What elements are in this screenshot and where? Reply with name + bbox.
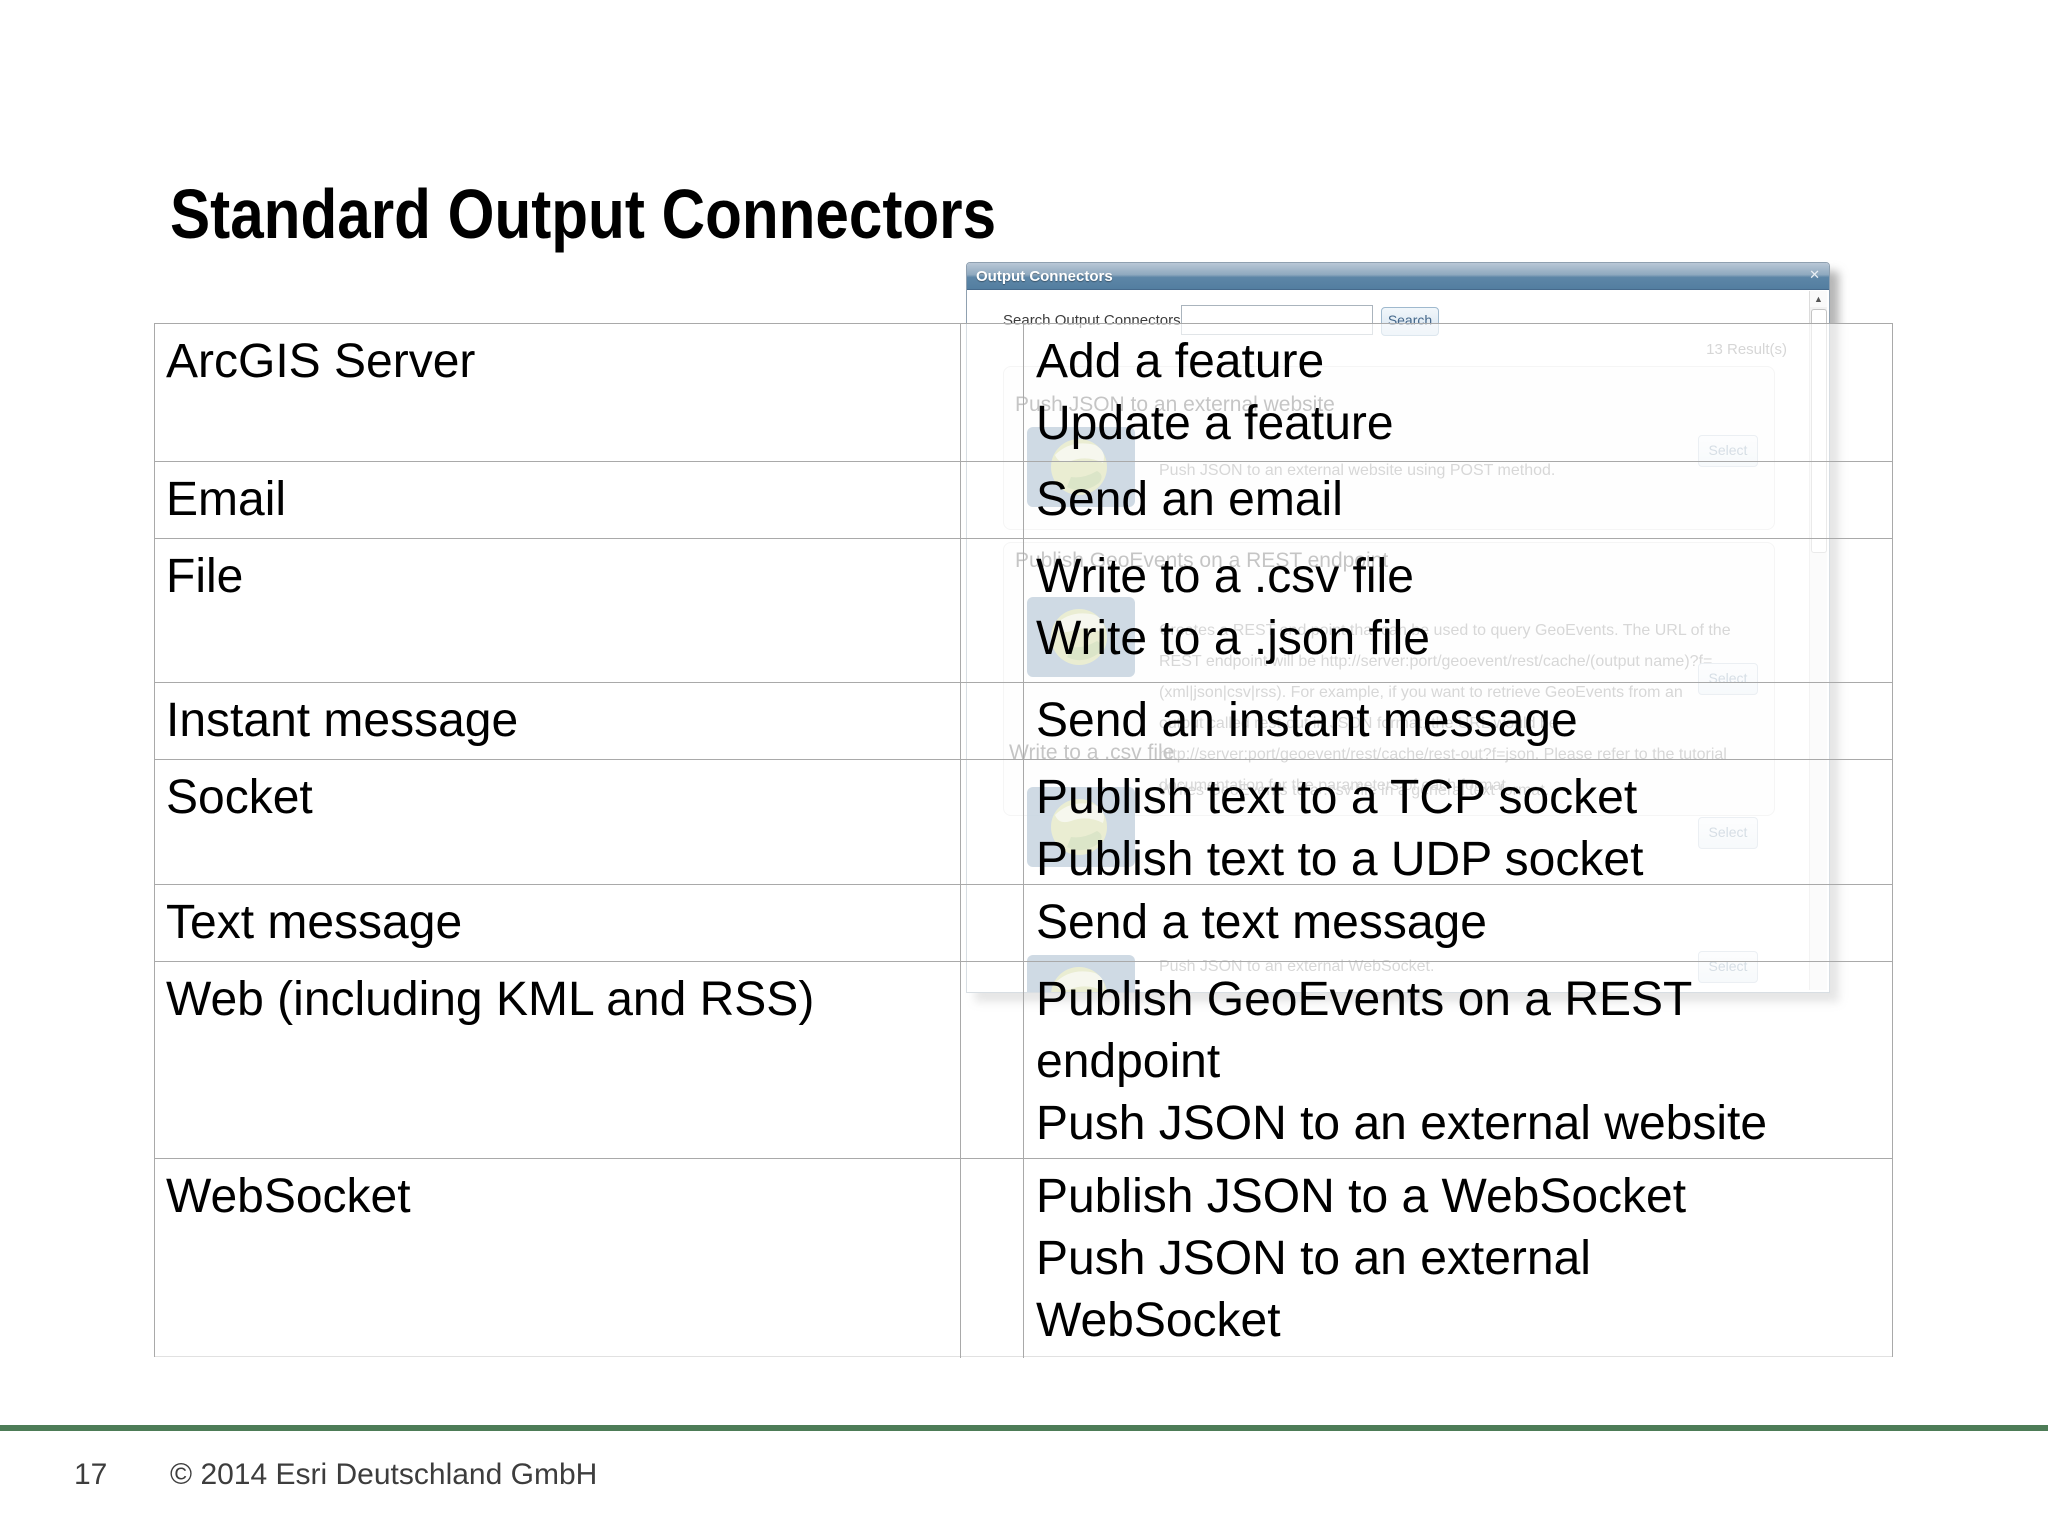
action-line: Publish GeoEvents on a REST: [1036, 973, 1693, 1026]
action-line: Push JSON to an external website: [1036, 1097, 1768, 1150]
dialog-titlebar[interactable]: Output Connectors ✕: [967, 263, 1829, 290]
action-line: Send a text message: [1036, 896, 1487, 949]
connector-cell: Email: [155, 462, 961, 538]
spacer-cell: [961, 683, 1024, 759]
action-line: endpoint: [1036, 1035, 1221, 1088]
connector-label: Socket: [166, 771, 313, 824]
spacer-cell: [961, 324, 1024, 461]
action-line: Publish text to a UDP socket: [1036, 833, 1644, 884]
connector-label: ArcGIS Server: [166, 335, 476, 388]
table-row: Instant message Send an instant message: [155, 682, 1892, 759]
connector-label: File: [166, 550, 244, 603]
spacer-cell: [961, 1159, 1024, 1358]
table-row: Text message Send a text message: [155, 884, 1892, 961]
actions-cell: Send a text message: [1024, 885, 1892, 961]
connector-cell: WebSocket: [155, 1159, 961, 1358]
connector-cell: Web (including KML and RSS): [155, 962, 961, 1158]
action-line: Push JSON to an external: [1036, 1232, 1591, 1285]
spacer-cell: [961, 962, 1024, 1158]
spacer-cell: [961, 885, 1024, 961]
spacer-cell: [961, 760, 1024, 884]
action-line: WebSocket: [1036, 1294, 1281, 1347]
action-line: Add a feature: [1036, 335, 1325, 388]
spacer-cell: [961, 462, 1024, 538]
connector-cell: Text message: [155, 885, 961, 961]
connector-cell: File: [155, 539, 961, 682]
page-title: Standard Output Connectors: [170, 175, 997, 253]
dialog-title: Output Connectors: [976, 267, 1113, 285]
action-line: Write to a .csv file: [1036, 550, 1414, 603]
table-row: Web (including KML and RSS) Publish GeoEv…: [155, 961, 1892, 1158]
scroll-up-icon[interactable]: ▲: [1810, 291, 1827, 307]
footer-accent-rule: [0, 1425, 2048, 1431]
actions-cell: Send an instant message: [1024, 683, 1892, 759]
page-number: 17: [74, 1458, 108, 1491]
connector-cell: Socket: [155, 760, 961, 884]
connector-label: Web (including KML and RSS): [166, 973, 815, 1026]
copyright-text: © 2014 Esri Deutschland GmbH: [170, 1458, 598, 1491]
action-line: Publish JSON to a WebSocket: [1036, 1170, 1687, 1223]
action-line: Send an email: [1036, 473, 1343, 526]
actions-cell: Send an email: [1024, 462, 1892, 538]
spacer-cell: [961, 539, 1024, 682]
connector-label: Instant message: [166, 694, 519, 747]
connector-cell: ArcGIS Server: [155, 324, 961, 461]
connector-cell: Instant message: [155, 683, 961, 759]
action-line: Write to a .json file: [1036, 612, 1430, 665]
action-line: Send an instant message: [1036, 694, 1578, 747]
connector-label: Text message: [166, 896, 463, 949]
action-line: Update a feature: [1036, 397, 1394, 450]
connector-label: WebSocket: [166, 1170, 411, 1223]
connector-label: Email: [166, 473, 287, 526]
action-line: Publish text to a TCP socket: [1036, 771, 1638, 824]
table-row: Email Send an email: [155, 461, 1892, 538]
close-icon[interactable]: ✕: [1809, 267, 1820, 282]
